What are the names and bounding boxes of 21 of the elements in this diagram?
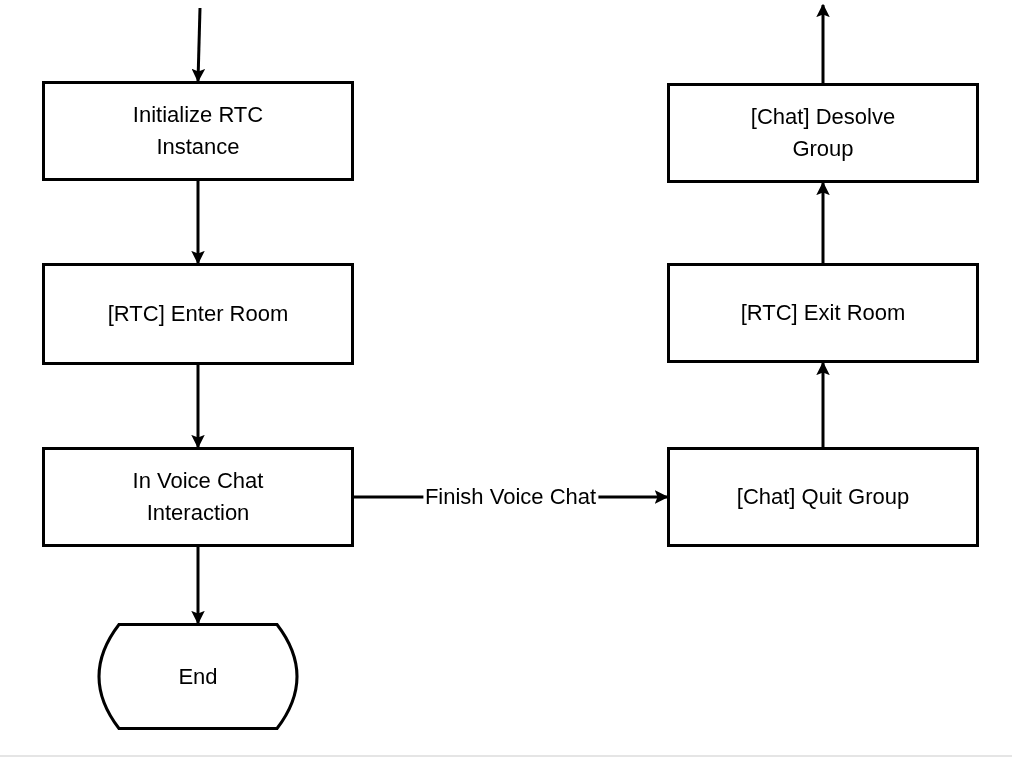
arrow <box>191 365 205 449</box>
node-text: [RTC] Exit Room <box>739 299 907 327</box>
node-text: [RTC] Enter Room <box>106 300 290 328</box>
terminal-shape <box>97 623 299 730</box>
node-text: In Voice Chat Interaction <box>131 467 265 527</box>
process-box <box>667 83 979 183</box>
node-text: [Chat] Desolve Group <box>749 103 897 163</box>
process-box <box>42 263 354 365</box>
arrow <box>191 181 205 265</box>
process-box <box>42 81 354 181</box>
arrow <box>191 7 206 83</box>
arrow <box>816 3 830 83</box>
arrow <box>816 181 830 263</box>
node-text: Initialize RTC Instance <box>131 101 265 161</box>
process-box <box>667 263 979 363</box>
node-text: [Chat] Quit Group <box>735 483 911 511</box>
process-box <box>667 447 979 547</box>
arrow <box>816 361 830 447</box>
node-text: End <box>177 662 219 691</box>
process-box <box>42 447 354 547</box>
arrow <box>191 547 205 625</box>
